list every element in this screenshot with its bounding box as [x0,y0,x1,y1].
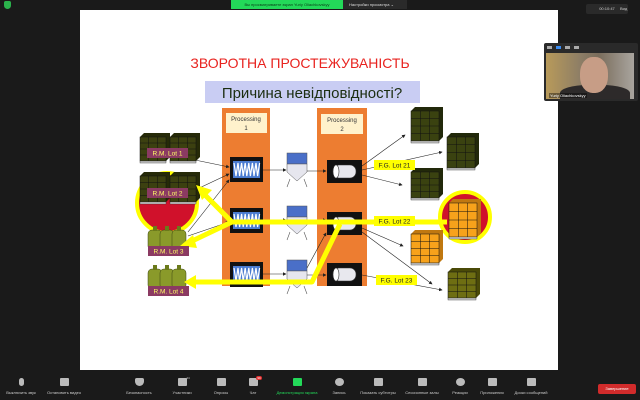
processing-1-label-box [226,113,267,133]
mute-label: Выключить звук [6,390,36,395]
slide-diagram: ЗВОРОТНА ПРОСТЕЖУВАНІСТЬ Причина невідпо… [135,55,492,301]
rm-lot-2-label: R.M. Lot 2 [153,191,183,198]
polls-label: Опросы [213,390,229,395]
view-button[interactable]: Вид [620,6,628,11]
fg-pallet-6 [447,268,480,301]
record-button[interactable]: Запись [314,378,364,395]
polls-icon [216,378,226,386]
breakout-rooms-icon [417,378,427,386]
apps-button[interactable]: Приложения [467,378,517,395]
cylinder-machine-1 [327,160,362,183]
rm-lot-2-pallet-b [169,172,200,205]
fg-pallet-3 [410,168,443,201]
rm-lot-4-label: R.M. Lot 4 [154,289,184,296]
participant-video: Yuriy Oliachkovskyy [546,53,634,99]
rm-lot-label-bg [147,188,188,198]
security-button[interactable]: Безопасность [114,378,164,395]
microphone-icon [18,378,24,386]
speaker-view-icon[interactable] [556,45,561,49]
chat-badge: 99 [256,376,262,380]
share-screen-label: Демонстрация экрана [276,390,318,395]
silo-1 [286,152,308,188]
rm-lot-3-label: R.M. Lot 3 [154,249,184,256]
shield-icon [134,378,144,386]
whiteboards-label: Доски сообщений [514,390,548,395]
reactions-label: Реакции [452,390,468,395]
participant-name: Yuriy Oliachkovskyy [549,93,587,98]
viewing-screen-banner: Вы просматриваете экран Yuriy Oliachkovs… [231,0,343,9]
closed-captions-icon [373,378,383,386]
rm-lot-label-bg [148,246,189,256]
video-panel-controls [544,43,638,51]
security-shield-icon[interactable] [4,1,11,9]
silo-3 [286,259,308,295]
strip-view-icon[interactable] [565,45,570,49]
view-settings-button[interactable]: Настройки просмотра ⌄ [343,0,407,9]
whiteboard-icon [526,378,536,386]
subtitles-button[interactable]: Показать субтитры [353,378,403,395]
chat-icon [248,378,258,386]
security-label: Безопасность [126,390,152,395]
question-text: Причина невідповідності? [222,85,402,102]
whiteboards-button[interactable]: Доски сообщений [506,378,556,395]
cylinder-machine-3 [327,263,362,286]
processing-1-number: 1 [244,126,248,132]
processing-2-number: 2 [340,127,344,133]
shared-slide: ЗВОРОТНА ПРОСТЕЖУВАНІСТЬ Причина невідпо… [80,10,558,370]
view-settings-label: Настройки просмотра [349,2,390,7]
breakout-rooms-button[interactable]: Сессионные залы [397,378,447,395]
fg-lot-22-pallet [448,199,481,240]
meeting-toolbar: Выключить звук Остановить видео Безопасн… [0,372,640,400]
minimize-icon[interactable] [547,45,552,49]
share-screen-button[interactable]: Демонстрация экрана [272,378,322,395]
processing-1-label: Processing [231,117,261,123]
rm-lot-label-bg [148,286,189,296]
traceback-arrowheads [180,185,212,289]
fg-lot-label-bg [374,216,415,226]
chat-label: Чат [249,390,257,395]
processing-2-label: Processing [327,118,357,124]
apps-icon [487,378,497,386]
end-meeting-button[interactable]: Завершение [598,384,636,394]
gallery-view-icon[interactable] [574,45,579,49]
record-label: Запись [332,390,346,395]
fg-lot-22-label: F.G. Lot 22 [379,219,411,226]
fg-pallet-orange [410,230,443,266]
stop-video-button[interactable]: Остановить видео [39,378,89,395]
participants-count: 44 [186,376,190,380]
slide-title: ЗВОРОТНА ПРОСТЕЖУВАНІСТЬ [190,55,409,71]
record-icon [334,378,344,386]
apps-label: Приложения [480,390,504,395]
chevron-down-icon: ⌄ [390,2,394,7]
fg-lot-23-label: F.G. Lot 23 [381,278,413,285]
rm-lot-1-label: R.M. Lot 1 [153,151,183,158]
participants-label: Участники [172,390,192,395]
fg-lot-21-label: F.G. Lot 21 [379,163,411,170]
question-box [205,81,420,103]
fg-pallet-2 [446,133,479,171]
participants-icon [177,378,187,386]
video-camera-icon [59,378,69,386]
processing-2-label-box [321,114,363,134]
fg-lot-label-bg [376,275,417,285]
fg-pallet-1 [410,107,443,144]
breakout-rooms-label: Сессионные залы [405,390,439,395]
video-panel[interactable]: Yuriy Oliachkovskyy [544,43,638,101]
polls-button[interactable]: Опросы [196,378,246,395]
fg-lot-label-bg [374,160,415,170]
recording-timer: 00:10:47 [586,4,628,14]
reactions-icon [455,378,465,386]
rm-lot-label-bg [147,148,188,158]
mixer-1 [230,157,263,182]
reactions-button[interactable]: Реакции [435,378,485,395]
stop-video-label: Остановить видео [46,390,82,395]
share-screen-icon [292,378,302,386]
mute-button[interactable]: Выключить звук [0,378,46,395]
rm-lot-4-sacks [147,265,187,290]
subtitles-label: Показать субтитры [360,390,396,395]
processing-1-column [222,108,270,286]
